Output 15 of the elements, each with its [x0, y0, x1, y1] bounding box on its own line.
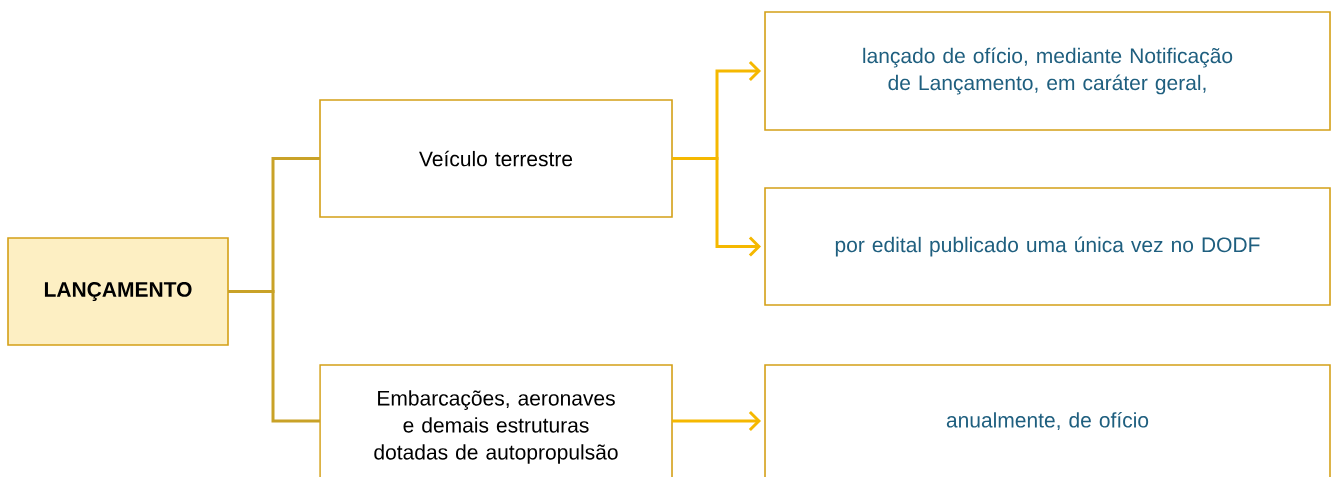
text-box	[319, 364, 673, 477]
title-box	[7, 237, 229, 346]
node-label: por edital publicado uma única vez no DODF	[835, 236, 1260, 257]
arrow	[672, 410, 761, 432]
text-box	[319, 99, 673, 218]
connector-line	[228, 290, 320, 423]
node-label: lançado de ofício, mediante Notificação de Lançamento, em caráter geral,	[863, 47, 1233, 95]
text-box	[764, 187, 1331, 306]
node-label: Veículo terrestre	[419, 150, 573, 167]
node-label: Embarcações, aeronaves e demais estruturas dotadas de autopropulsão	[374, 390, 618, 464]
node-label: LANÇAMENTO	[44, 281, 192, 302]
arrow	[672, 157, 761, 257]
text-box	[764, 364, 1331, 477]
node-label: anualmente, de ofício	[946, 411, 1149, 431]
text-box	[764, 11, 1331, 131]
